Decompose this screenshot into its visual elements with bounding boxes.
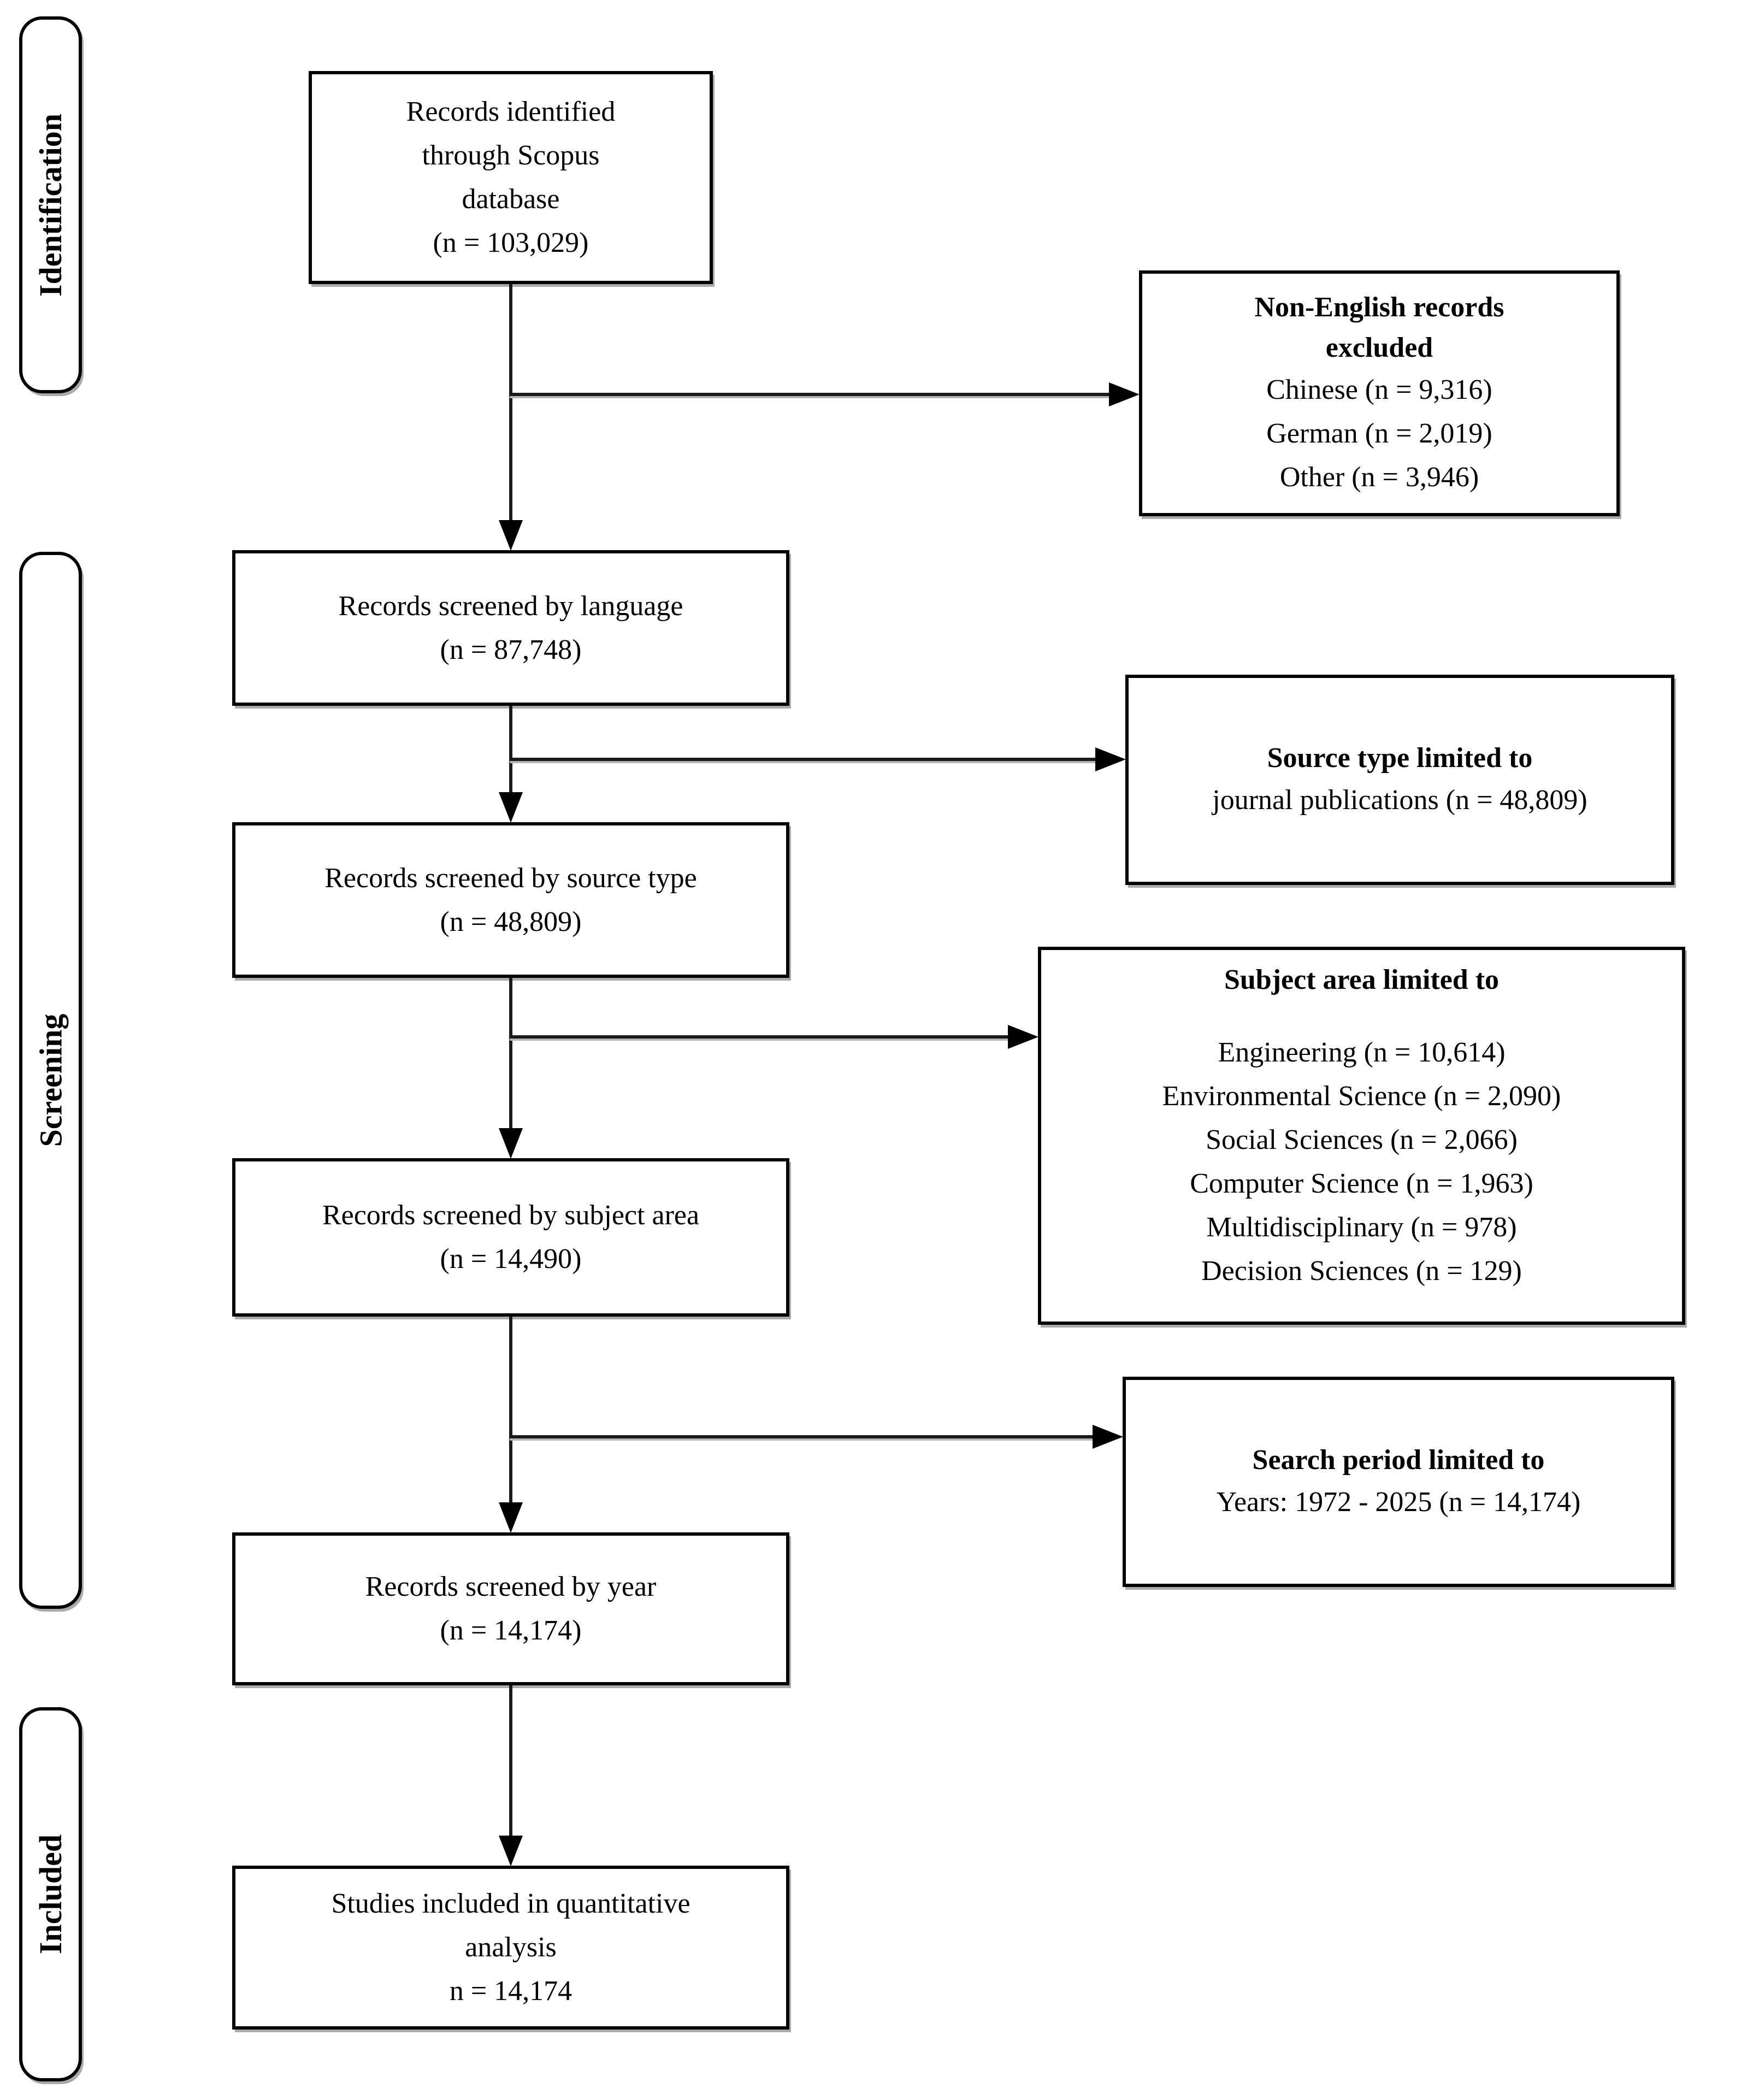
right-arrowhead-icon (1109, 382, 1140, 406)
side-box-text: German (n = 2,019) (1266, 418, 1492, 449)
side-box-text: Computer Science (n = 1,963) (1190, 1168, 1533, 1199)
flow-box-text: Studies included in quantitative (331, 1888, 690, 1919)
connector-line-year-to-included (509, 1685, 512, 1838)
branch-line-source-type (509, 758, 1096, 761)
flow-box-text: analysis (465, 1932, 557, 1963)
flow-box-text: n = 14,174 (449, 1975, 572, 2007)
side-box-title: Search period limited to (1252, 1444, 1545, 1476)
side-box-text: Environmental Science (n = 2,090) (1162, 1081, 1561, 1112)
branch-line-subject-area (509, 1035, 1009, 1039)
side-box-text: Decision Sciences (n = 129) (1201, 1255, 1522, 1287)
branch-line-search-period (509, 1435, 1094, 1438)
side-box-text: Years: 1972 - 2025 (n = 14,174) (1216, 1486, 1581, 1518)
connector-line-subject-area-to-year (509, 1317, 512, 1505)
right-arrowhead-icon (1008, 1025, 1038, 1049)
flow-box-text: Records screened by subject area (322, 1200, 700, 1231)
side-box-subject-area-limited: Subject area limited to Engineering (n =… (1038, 947, 1685, 1325)
branch-line-non-english (509, 393, 1110, 396)
flow-box-text: (n = 87,748) (440, 634, 582, 665)
down-arrowhead-icon (499, 792, 523, 823)
flow-box-text: database (462, 184, 560, 215)
side-box-text: Social Sciences (n = 2,066) (1206, 1124, 1518, 1155)
flow-box-text: (n = 103,029) (433, 227, 589, 258)
side-box-title: Non-English records excluded (1254, 292, 1504, 363)
flow-box-text: Records screened by source type (324, 862, 697, 894)
right-arrowhead-icon (1095, 747, 1126, 771)
flow-box-screened-language: Records screened by language (n = 87,748… (232, 550, 789, 706)
flow-box-text: (n = 14,174) (440, 1615, 582, 1646)
side-box-non-english-excluded: Non-English records excluded Chinese (n … (1139, 270, 1620, 516)
stage-bracket-included: Included (19, 1707, 82, 2081)
side-box-source-type-limited: Source type limited to journal publicati… (1125, 675, 1674, 885)
stage-bracket-identification: Identification (19, 16, 82, 393)
side-box-title: Subject area limited to (1224, 964, 1500, 995)
side-box-text: journal publications (n = 48,809) (1212, 784, 1587, 816)
side-box-search-period-limited: Search period limited to Years: 1972 - 2… (1123, 1377, 1674, 1587)
connector-line-identified-to-language (509, 284, 512, 524)
right-arrowhead-icon (1093, 1425, 1123, 1449)
flow-box-screened-year: Records screened by year (n = 14,174) (232, 1532, 789, 1685)
side-box-text: Multidisciplinary (n = 978) (1206, 1212, 1517, 1243)
flow-box-text: Records screened by language (338, 590, 683, 622)
down-arrowhead-icon (499, 1502, 523, 1533)
stage-bracket-screening: Screening (19, 552, 82, 1609)
stage-label-included: Included (33, 1834, 69, 1955)
down-arrowhead-icon (499, 520, 523, 551)
connector-line-language-to-source-type (509, 706, 512, 796)
flow-box-screened-source-type: Records screened by source type (n = 48,… (232, 822, 789, 978)
connector-line-source-type-to-subject-area (509, 978, 512, 1131)
flow-box-text: Records screened by year (365, 1571, 657, 1602)
stage-label-identification: Identification (33, 113, 68, 297)
stage-label-screening: Screening (33, 1013, 68, 1147)
side-box-title: Source type limited to (1267, 742, 1533, 774)
side-box-text: Other (n = 3,946) (1279, 462, 1479, 493)
flow-box-screened-subject-area: Records screened by subject area (n = 14… (232, 1158, 789, 1317)
down-arrowhead-icon (499, 1128, 523, 1159)
flow-box-included-quantitative: Studies included in quantitative analysi… (232, 1866, 789, 2030)
flow-box-text: Records identified (406, 96, 616, 127)
down-arrowhead-icon (499, 1836, 523, 1866)
flow-box-text: through Scopus (422, 140, 600, 171)
side-box-text: Chinese (n = 9,316) (1266, 374, 1492, 405)
flow-box-identified: Records identified through Scopus databa… (309, 71, 713, 284)
side-box-text: Engineering (n = 10,614) (1218, 1037, 1506, 1068)
flow-box-text: (n = 48,809) (440, 906, 582, 937)
flow-box-text: (n = 14,490) (440, 1243, 582, 1275)
